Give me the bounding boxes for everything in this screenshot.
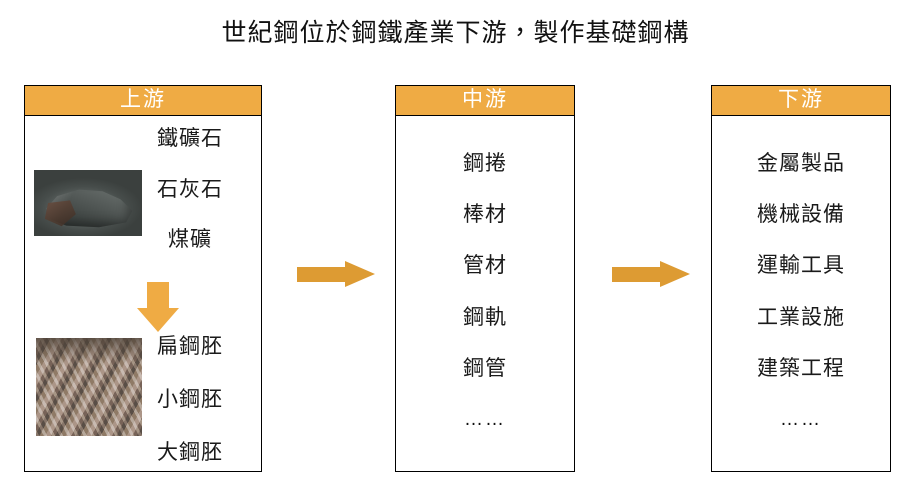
arrow-down-shaft <box>147 282 169 310</box>
list-item-ellipsis: …… <box>780 408 822 430</box>
upstream-group-steel-billets: 扁鋼胚 小鋼胚 大鋼胚 <box>24 330 262 470</box>
midstream-item-list: 鋼捲 棒材 管材 鋼軌 鋼管 …… <box>395 116 575 472</box>
list-item: 建築工程 <box>757 356 845 380</box>
list-item: 煤礦 <box>168 228 212 251</box>
list-item: 工業設施 <box>757 305 845 329</box>
arrow-right-icon-midstream-to-downstream <box>612 261 690 288</box>
list-item-ellipsis: …… <box>464 408 506 430</box>
upstream-group-raw-materials: 鐵礦石 石灰石 煤礦 <box>24 122 262 257</box>
arrow-right-shaft <box>612 267 662 282</box>
upstream-billet-labels: 扁鋼胚 小鋼胚 大鋼胚 <box>126 330 254 470</box>
list-item: 小鋼胚 <box>157 388 223 411</box>
panel-downstream <box>711 85 891 472</box>
list-item: 扁鋼胚 <box>157 335 223 358</box>
arrow-right-head <box>345 261 375 287</box>
iron-ore-rock-photo <box>34 170 142 236</box>
list-item: 機械設備 <box>757 203 845 227</box>
steel-billets-art <box>36 338 142 436</box>
arrow-down-head <box>137 308 179 332</box>
panel-header-midstream: 中游 <box>395 85 575 116</box>
arrow-right-head <box>660 261 690 287</box>
arrow-down-icon <box>137 282 179 332</box>
steel-billets-photo <box>36 338 142 436</box>
list-item: 鐵礦石 <box>157 127 223 150</box>
arrow-right-shaft <box>297 267 347 282</box>
list-item: 鋼捲 <box>463 152 507 176</box>
list-item: 石灰石 <box>157 177 223 201</box>
list-item: 鋼管 <box>463 356 507 380</box>
list-item: 大鋼胚 <box>157 441 223 464</box>
list-item: 金屬製品 <box>757 152 845 176</box>
panel-midstream <box>395 85 575 472</box>
list-item: 管材 <box>463 254 507 278</box>
panel-header-upstream: 上游 <box>24 85 262 116</box>
list-item: 棒材 <box>463 203 507 227</box>
list-item: 運輸工具 <box>757 254 845 278</box>
iron-ore-rock-art <box>34 170 142 236</box>
list-item: 鋼軌 <box>463 305 507 329</box>
panel-header-downstream: 下游 <box>711 85 891 116</box>
page-title: 世紀鋼位於鋼鐵產業下游，製作基礎鋼構 <box>221 19 690 47</box>
arrow-right-icon-upstream-to-midstream <box>297 261 375 288</box>
upstream-raw-material-labels: 鐵礦石 石灰石 煤礦 <box>126 122 254 257</box>
downstream-item-list: 金屬製品 機械設備 運輸工具 工業設施 建築工程 …… <box>711 116 891 472</box>
